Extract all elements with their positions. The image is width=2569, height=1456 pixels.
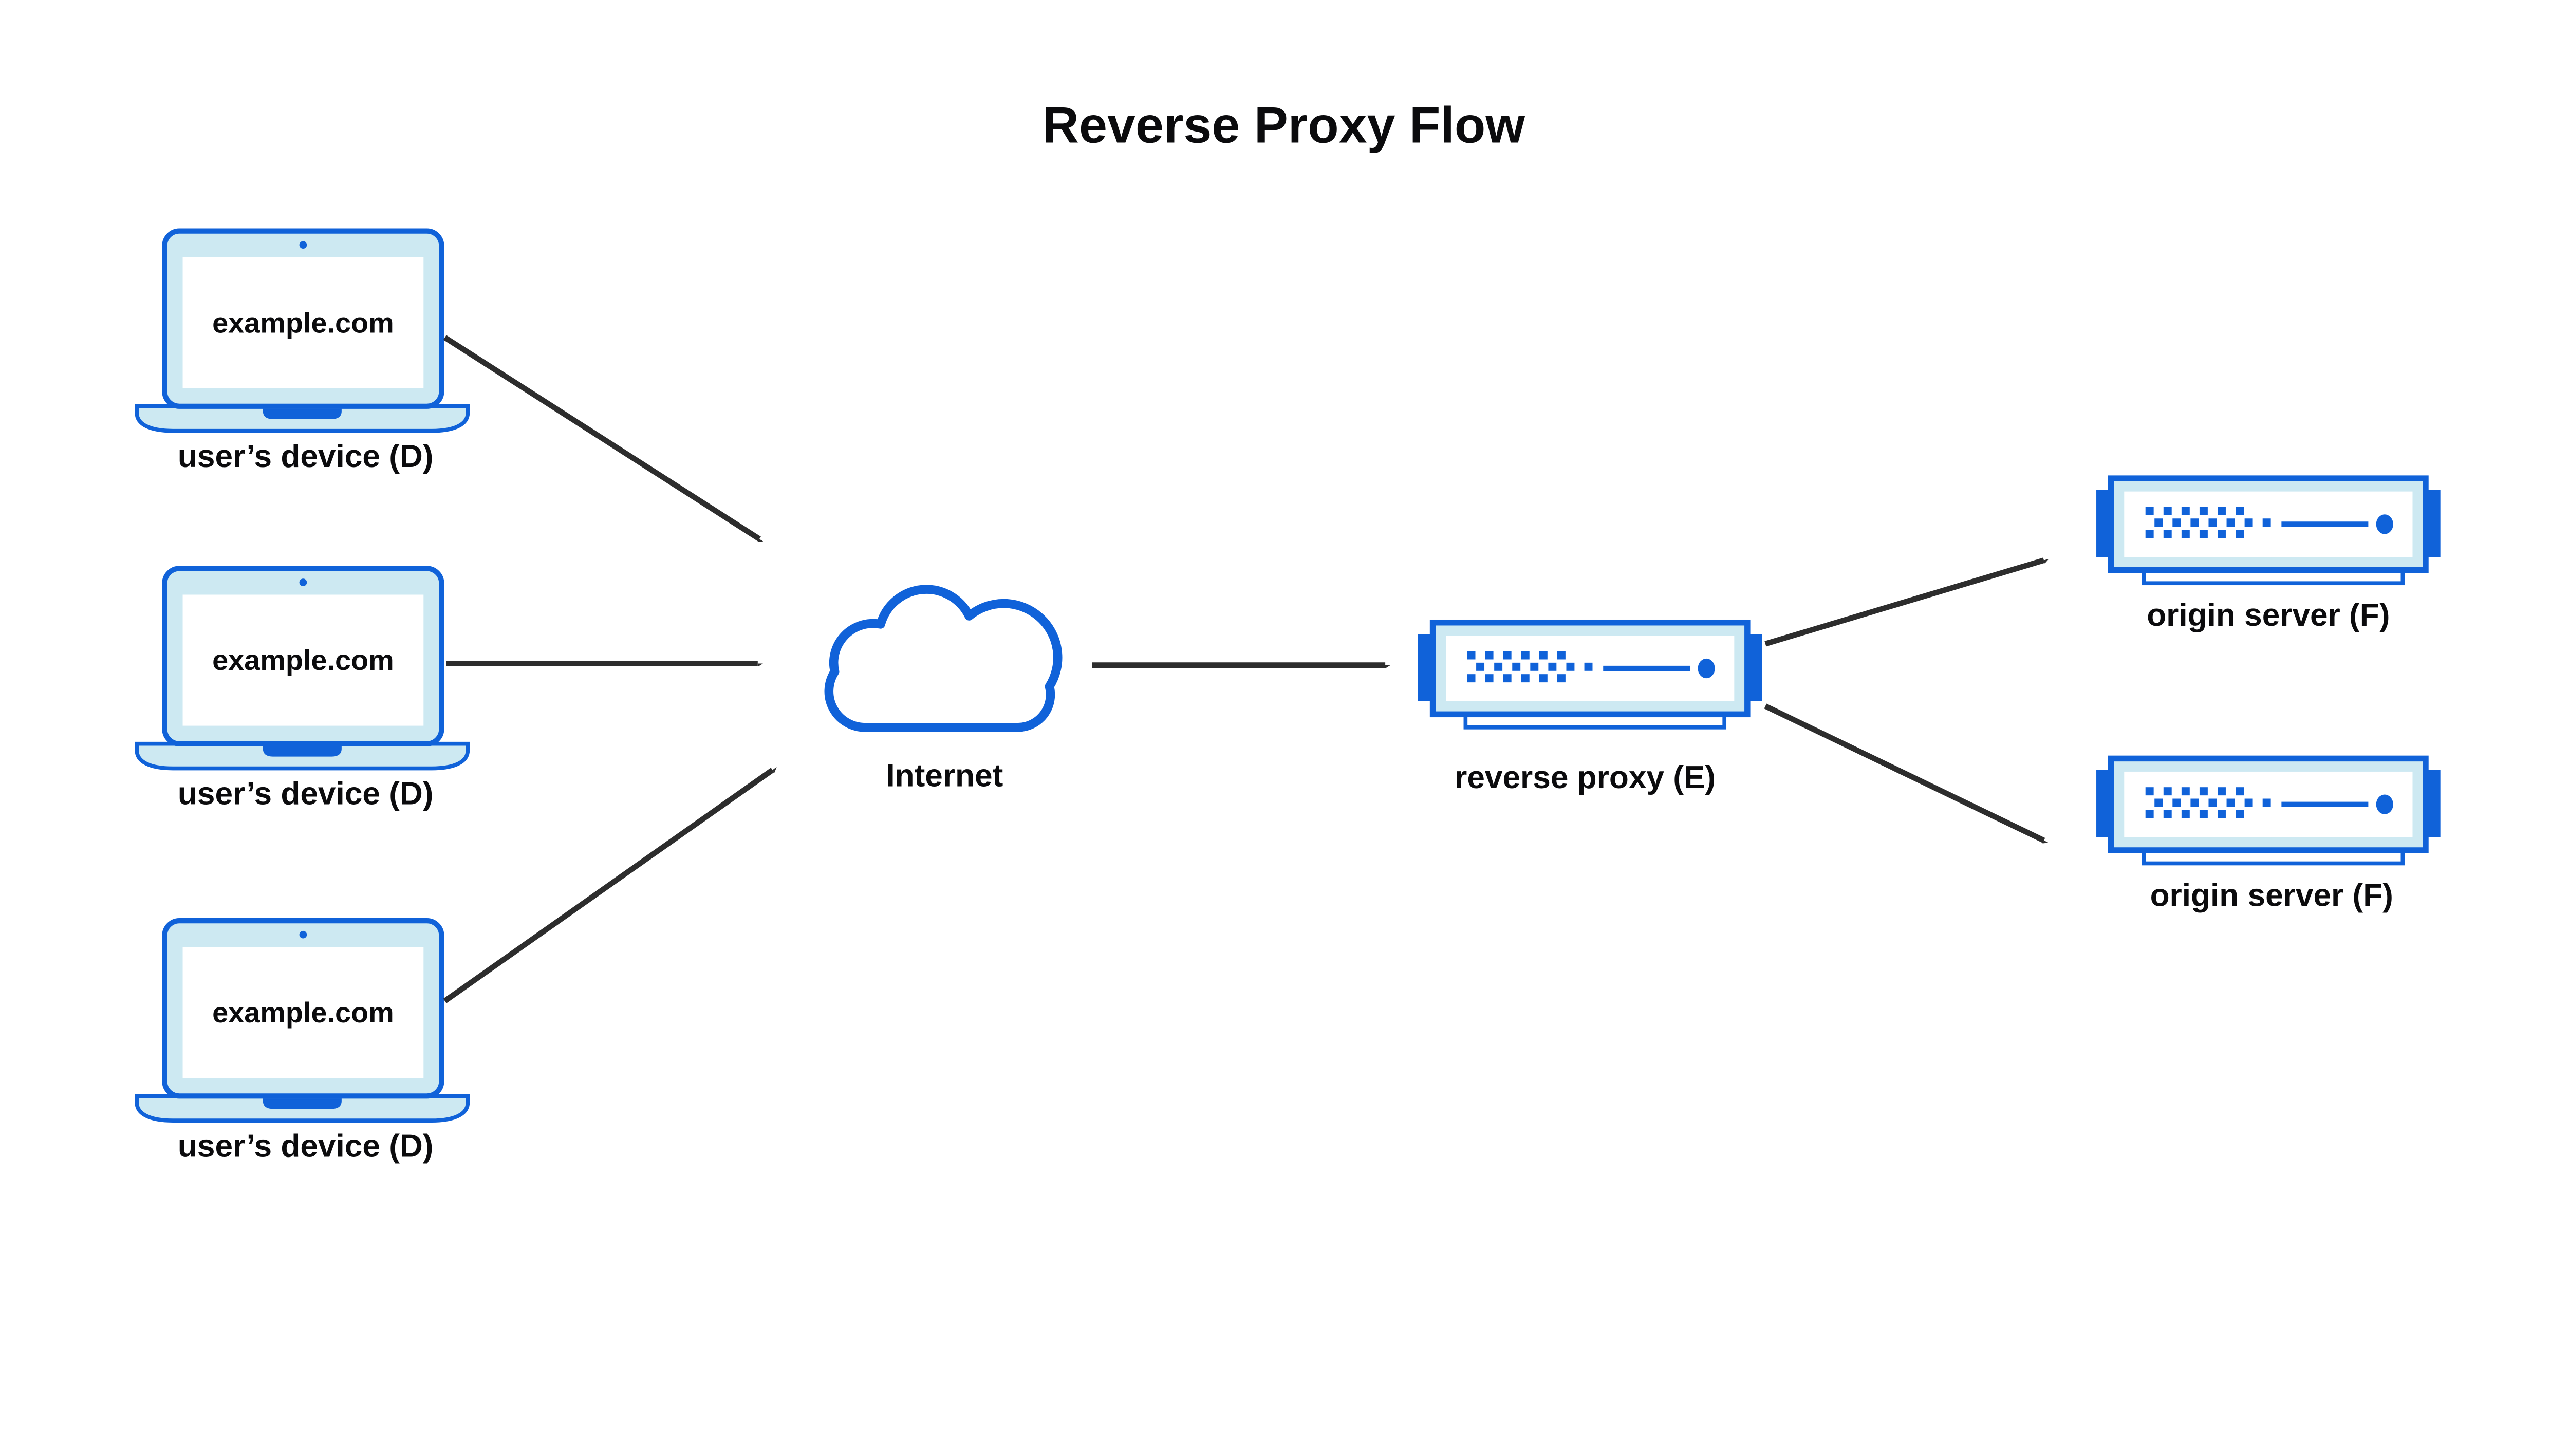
node-user-device-3: example.com user’s device (D) xyxy=(137,921,468,1164)
node-user-device-1: example.com user’s device (D) xyxy=(137,231,468,474)
device-screen-text: example.com xyxy=(212,996,394,1029)
arrow-device1-to-internet xyxy=(443,335,759,539)
arrow-proxy-to-origin1 xyxy=(1764,561,2044,647)
diagram-stage: Reverse Proxy Flow example.com user’s de… xyxy=(0,97,2569,1164)
node-internet: Internet xyxy=(824,585,1063,794)
node-origin-server-2: origin server (F) xyxy=(2096,758,2441,913)
edges xyxy=(443,335,2044,1003)
internet-label: Internet xyxy=(886,758,1003,794)
server-icon xyxy=(2096,758,2441,863)
origin-server-label: origin server (F) xyxy=(2147,598,2390,633)
origin-server-label: origin server (F) xyxy=(2150,878,2393,913)
device-label: user’s device (D) xyxy=(178,776,434,812)
node-origin-server-1: origin server (F) xyxy=(2096,478,2441,633)
arrow-device3-to-internet xyxy=(443,770,773,1003)
device-screen-text: example.com xyxy=(212,644,394,676)
cloud-icon xyxy=(824,585,1063,732)
arrow-proxy-to-origin2 xyxy=(1764,703,2044,840)
reverse-proxy-label: reverse proxy (E) xyxy=(1455,760,1716,795)
node-reverse-proxy: reverse proxy (E) xyxy=(1418,623,1762,795)
page-title: Reverse Proxy Flow xyxy=(1043,97,1526,153)
node-user-device-2: example.com user’s device (D) xyxy=(137,569,468,812)
server-icon xyxy=(1418,623,1762,727)
diagram-canvas: Reverse Proxy Flow example.com user’s de… xyxy=(0,97,2569,1164)
device-label: user’s device (D) xyxy=(178,1128,434,1164)
device-screen-text: example.com xyxy=(212,306,394,339)
device-label: user’s device (D) xyxy=(178,439,434,474)
server-icon xyxy=(2096,478,2441,583)
